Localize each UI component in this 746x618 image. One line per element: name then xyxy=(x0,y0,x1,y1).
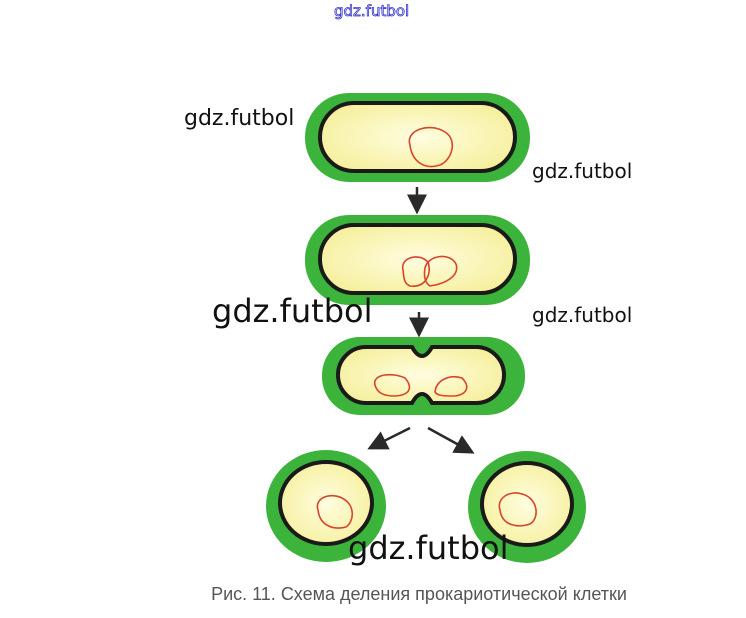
cell-stage-1 xyxy=(305,93,530,182)
daughter-cell-left xyxy=(266,450,386,562)
watermark: gdz.futbol xyxy=(532,159,633,183)
watermark: gdz.futbol xyxy=(348,529,509,567)
dna xyxy=(374,373,411,397)
daughter-cell-right xyxy=(468,451,586,563)
figure-caption: Рис. 11. Схема деления прокариотической … xyxy=(211,584,627,604)
arrow-left xyxy=(367,426,411,450)
cell-stage-2 xyxy=(305,215,530,305)
watermark-top: gdz.futbol xyxy=(334,2,410,21)
arrow-right xyxy=(427,426,475,454)
watermark: gdz.futbol xyxy=(532,303,633,327)
dna xyxy=(408,126,454,168)
dna xyxy=(316,494,354,529)
dna xyxy=(423,255,458,287)
watermark: gdz.futbol xyxy=(212,292,373,330)
watermark: gdz.futbol xyxy=(184,106,295,131)
dna xyxy=(498,492,537,527)
dna xyxy=(434,376,468,397)
cell-stage-3 xyxy=(322,337,525,415)
